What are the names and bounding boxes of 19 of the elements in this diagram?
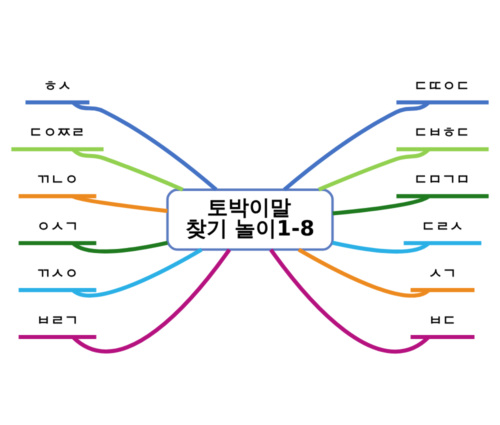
node-box: 토박이말 찾기 놀이1-8 xyxy=(166,188,334,251)
node-text: ㄲㅅㅇ xyxy=(36,266,78,282)
node-text: ㄷㅂㅎㄷ xyxy=(414,125,470,142)
node-text: ㄷㄹㅅ xyxy=(422,219,464,236)
connector xyxy=(332,240,430,254)
connector xyxy=(72,240,168,254)
node-text: ㅂㄷ xyxy=(428,312,456,329)
connector xyxy=(72,248,231,353)
node-text: ㄷㅁㄱㅁ xyxy=(414,172,470,188)
node-text: ㄷㅇㅉㄹ xyxy=(29,125,86,142)
node-text: ㅂㄹㄱ xyxy=(36,312,78,329)
node-text: ㄷㄸㅇㄷ xyxy=(414,78,470,94)
connector xyxy=(269,248,430,354)
connector xyxy=(298,248,430,298)
connector xyxy=(72,248,202,298)
node-text: ㅅㄱ xyxy=(428,266,456,282)
node-text: ㅎㅅ xyxy=(43,78,72,94)
node-text: ㄲㄴㅇ xyxy=(36,172,78,188)
node-text: ㅇㅅㄱ xyxy=(36,219,78,236)
